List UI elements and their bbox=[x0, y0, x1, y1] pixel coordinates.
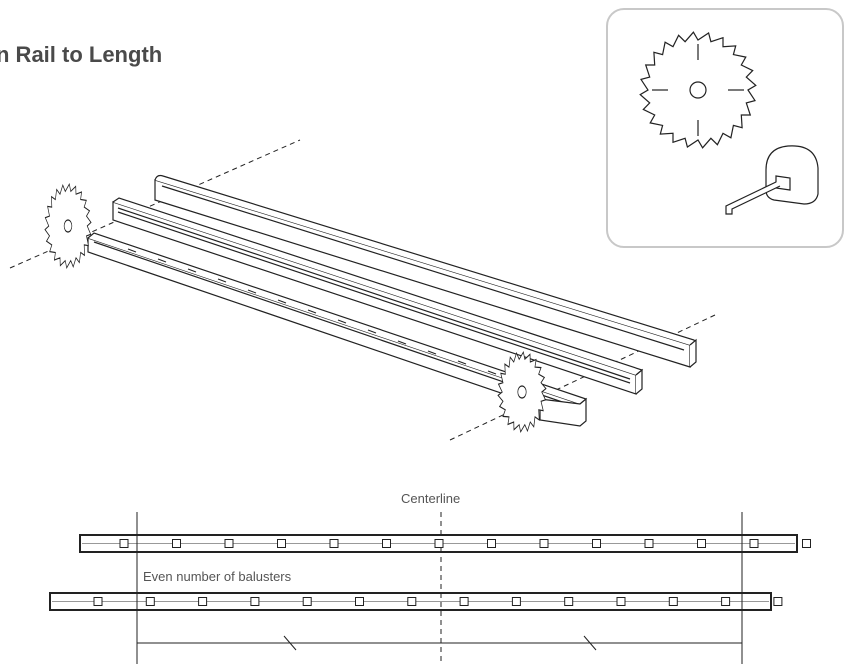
baluster-hole bbox=[539, 539, 549, 548]
tools-illustration bbox=[639, 31, 819, 215]
baluster-hole bbox=[302, 597, 312, 606]
saw-blade-right-icon bbox=[497, 350, 547, 434]
baluster-hole bbox=[749, 539, 759, 548]
baluster-hole bbox=[145, 597, 155, 606]
centerline-label: Centerline bbox=[401, 491, 461, 506]
baluster-holes-odd bbox=[119, 539, 811, 548]
baluster-hole bbox=[277, 539, 286, 548]
baluster-holes-even bbox=[93, 597, 783, 606]
page-title: n Rail to Length bbox=[0, 42, 163, 67]
saw-blade-left-icon bbox=[44, 183, 92, 269]
baluster-hole bbox=[721, 597, 731, 606]
baluster-hole bbox=[198, 597, 208, 606]
baluster-hole bbox=[592, 539, 601, 548]
rail-even bbox=[49, 592, 772, 611]
baluster-hole bbox=[224, 539, 234, 548]
baluster-hole bbox=[668, 597, 678, 606]
baluster-hole bbox=[487, 539, 496, 548]
even-balusters-label: Even number of balusters bbox=[143, 569, 292, 584]
bottom-rail-holes bbox=[127, 248, 497, 375]
baluster-hole bbox=[773, 597, 783, 606]
baluster-hole bbox=[382, 539, 391, 548]
cut-line-left bbox=[9, 139, 301, 269]
bottom-rail bbox=[87, 232, 588, 427]
baluster-hole bbox=[697, 539, 706, 548]
baluster-hole bbox=[616, 597, 626, 606]
rail-odd bbox=[79, 534, 798, 553]
baluster-hole bbox=[172, 539, 181, 548]
saw-blade-icon bbox=[639, 31, 757, 149]
baluster-hole bbox=[644, 539, 654, 548]
middle-rail bbox=[112, 197, 644, 395]
baluster-hole bbox=[355, 597, 364, 606]
baluster-hole bbox=[511, 597, 521, 606]
baluster-hole bbox=[250, 597, 260, 606]
baluster-hole bbox=[329, 539, 339, 548]
top-rail bbox=[154, 174, 697, 368]
baluster-hole bbox=[564, 597, 574, 606]
baluster-hole bbox=[407, 597, 417, 606]
baluster-hole bbox=[459, 597, 469, 606]
layout-diagram bbox=[49, 512, 798, 664]
baluster-hole bbox=[802, 539, 811, 548]
baluster-hole bbox=[434, 539, 444, 548]
baluster-hole bbox=[119, 539, 129, 548]
baluster-hole bbox=[93, 597, 103, 606]
tools-panel bbox=[606, 8, 844, 248]
tape-measure-icon bbox=[725, 145, 819, 215]
